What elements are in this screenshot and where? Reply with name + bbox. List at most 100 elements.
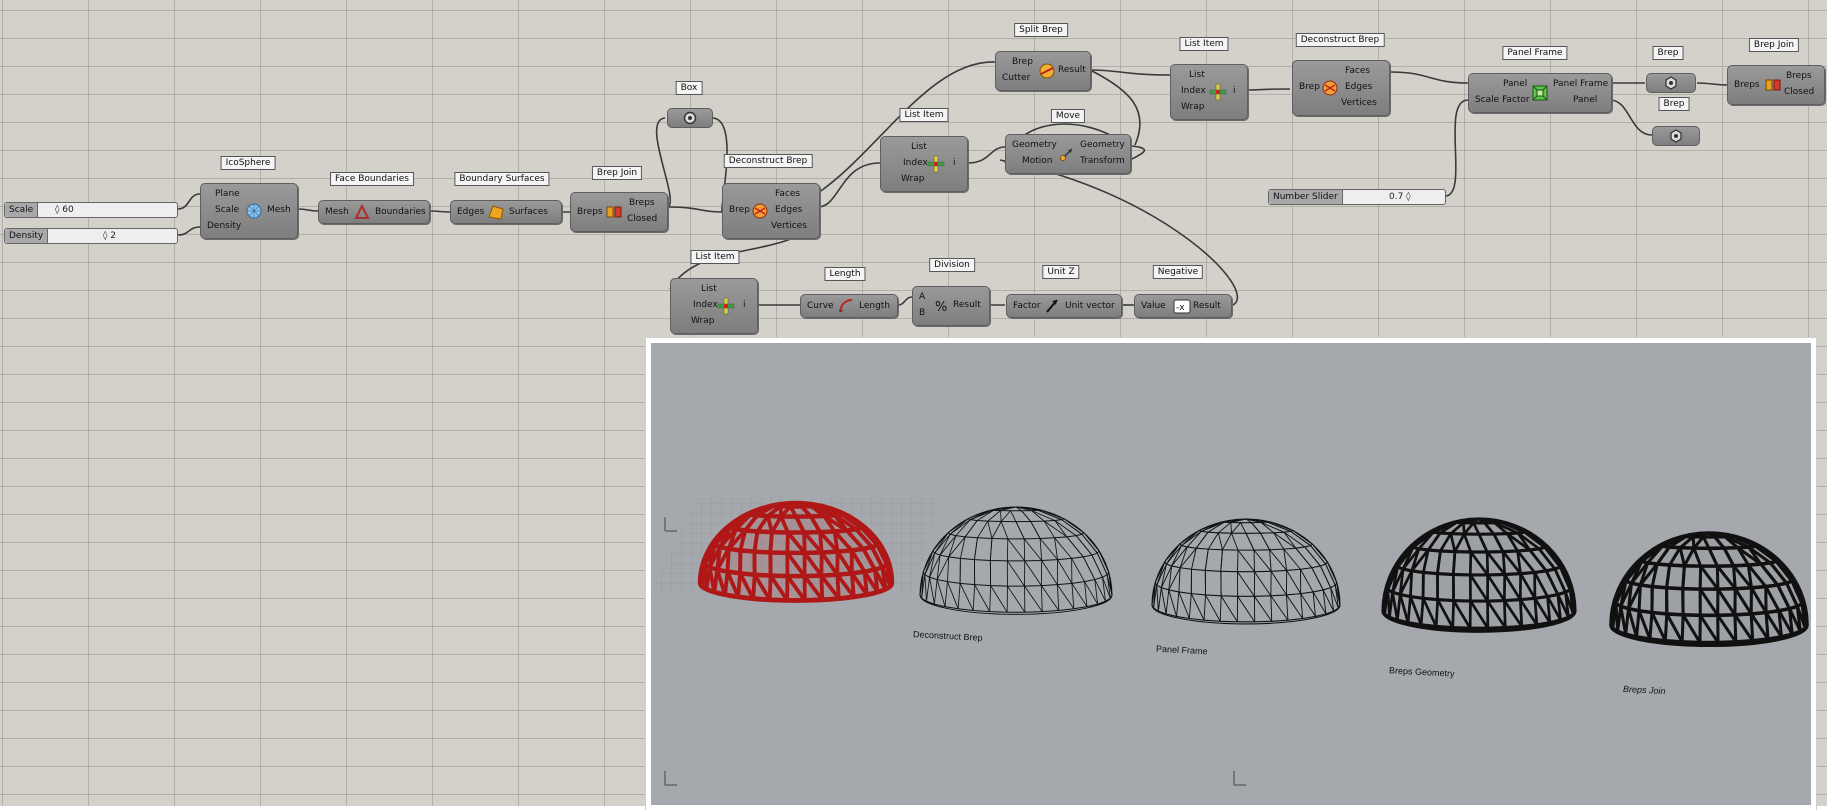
output-mesh[interactable]: Mesh: [267, 204, 291, 216]
icosphere-component[interactable]: Plane Scale Density Mesh: [200, 183, 298, 239]
list-item-component[interactable]: List Index Wrap i: [880, 136, 968, 192]
output-result[interactable]: Result: [1193, 300, 1221, 312]
density-slider[interactable]: Density ◊ 2: [4, 228, 178, 244]
output-surfaces[interactable]: Surfaces: [509, 206, 548, 218]
dome-geometry: [1611, 533, 1807, 645]
move-component[interactable]: Geometry Motion Geometry Transform: [1005, 134, 1131, 174]
component-title: Box: [676, 81, 703, 95]
curve-length-icon: [837, 297, 855, 315]
output-length[interactable]: Length: [859, 300, 890, 312]
output-boundaries[interactable]: Boundaries: [375, 206, 426, 218]
output-vertices[interactable]: Vertices: [1341, 97, 1377, 109]
output-edges[interactable]: Edges: [1345, 81, 1372, 93]
component-title: Move: [1051, 109, 1085, 123]
output-result[interactable]: Result: [953, 299, 981, 311]
output-breps[interactable]: Breps: [629, 197, 655, 209]
output-closed[interactable]: Closed: [1784, 86, 1814, 98]
input-density[interactable]: Density: [207, 220, 241, 232]
component-title: Brep Join: [1749, 38, 1799, 52]
join-icon: [605, 203, 623, 221]
component-title: Length: [824, 267, 865, 281]
viewport-label: Breps Join: [1623, 684, 1666, 696]
output-vertices[interactable]: Vertices: [771, 220, 807, 232]
brep-parameter[interactable]: [1652, 126, 1700, 146]
output-faces[interactable]: Faces: [775, 188, 800, 200]
length-component[interactable]: Curve Length: [800, 294, 898, 318]
output-edges[interactable]: Edges: [775, 204, 802, 216]
input-scale-factor[interactable]: Scale Factor: [1475, 94, 1530, 106]
dome-geometry: [920, 507, 1112, 614]
input-brep[interactable]: Brep: [729, 204, 750, 216]
input-brep[interactable]: Brep: [1299, 81, 1320, 93]
scale-slider[interactable]: Scale ◊ 60: [4, 202, 178, 218]
output-faces[interactable]: Faces: [1345, 65, 1370, 77]
svg-text:%: %: [935, 300, 947, 315]
output-item[interactable]: i: [953, 157, 956, 169]
component-title: Deconstruct Brep: [1296, 33, 1385, 47]
output-result[interactable]: Result: [1058, 64, 1086, 76]
input-factor[interactable]: Factor: [1013, 300, 1041, 312]
input-b[interactable]: B: [919, 307, 925, 319]
input-index[interactable]: Index: [693, 299, 718, 311]
input-mesh[interactable]: Mesh: [325, 206, 349, 218]
slider-value: 0.7 ◊: [1389, 190, 1411, 204]
output-item[interactable]: i: [1233, 85, 1236, 97]
output-closed[interactable]: Closed: [627, 213, 657, 225]
rhino-viewport[interactable]: Deconstruct Brep Panel Frame Breps Geome…: [646, 338, 1816, 810]
input-plane[interactable]: Plane: [215, 188, 240, 200]
slider-name: Scale: [5, 203, 38, 217]
component-title: List Item: [899, 108, 948, 122]
deconstruct-brep-component[interactable]: Brep Faces Edges Vertices: [1292, 60, 1390, 116]
input-scale[interactable]: Scale: [215, 204, 239, 216]
input-a[interactable]: A: [919, 291, 925, 303]
component-title: Division: [929, 258, 975, 272]
division-component[interactable]: A B % Result: [912, 286, 990, 326]
panel-frame-component[interactable]: Panel Scale Factor Panel Frame Panel: [1468, 73, 1612, 113]
input-list[interactable]: List: [701, 283, 717, 295]
input-value[interactable]: Value: [1141, 300, 1166, 312]
input-index[interactable]: Index: [1181, 85, 1206, 97]
input-edges[interactable]: Edges: [457, 206, 484, 218]
list-item-component[interactable]: List Index Wrap i: [1170, 64, 1248, 120]
component-title: Brep: [1653, 46, 1684, 60]
input-list[interactable]: List: [911, 141, 927, 153]
input-cutter[interactable]: Cutter: [1002, 72, 1030, 84]
number-slider[interactable]: Number Slider 0.7 ◊: [1268, 189, 1446, 205]
brep-parameter[interactable]: [1646, 73, 1696, 93]
slider-name: Number Slider: [1269, 190, 1343, 204]
input-index[interactable]: Index: [903, 157, 928, 169]
brep-join-component[interactable]: Breps Breps Closed: [1727, 65, 1825, 105]
face-boundaries-component[interactable]: Mesh Boundaries: [318, 200, 430, 224]
dome-geometry: [1383, 519, 1575, 631]
output-panel[interactable]: Panel: [1573, 94, 1597, 106]
input-panel[interactable]: Panel: [1503, 78, 1527, 90]
boundary-surfaces-component[interactable]: Edges Surfaces: [450, 200, 562, 224]
panel-frame-icon: [1531, 84, 1549, 102]
input-breps[interactable]: Breps: [1734, 79, 1760, 91]
input-wrap[interactable]: Wrap: [1181, 101, 1204, 113]
input-list[interactable]: List: [1189, 69, 1205, 81]
input-breps[interactable]: Breps: [577, 206, 603, 218]
negative-component[interactable]: Value -x Result: [1134, 294, 1232, 318]
input-wrap[interactable]: Wrap: [901, 173, 924, 185]
input-curve[interactable]: Curve: [807, 300, 834, 312]
deconstruct-brep-component[interactable]: Brep Faces Edges Vertices: [722, 183, 820, 239]
join-icon: [1764, 76, 1782, 94]
output-item[interactable]: i: [743, 299, 746, 311]
brep-join-component[interactable]: Breps Breps Closed: [570, 192, 668, 232]
output-breps[interactable]: Breps: [1786, 70, 1812, 82]
box-icon: [683, 111, 697, 125]
input-geometry[interactable]: Geometry: [1012, 139, 1057, 151]
output-geometry[interactable]: Geometry: [1080, 139, 1125, 151]
unit-z-component[interactable]: Factor Unit vector: [1006, 294, 1122, 318]
output-panel-frame[interactable]: Panel Frame: [1553, 78, 1608, 90]
input-motion[interactable]: Motion: [1022, 155, 1053, 167]
input-brep[interactable]: Brep: [1012, 56, 1033, 68]
box-parameter[interactable]: [667, 108, 713, 128]
list-item-icon: [1209, 83, 1227, 101]
input-wrap[interactable]: Wrap: [691, 315, 714, 327]
output-transform[interactable]: Transform: [1080, 155, 1125, 167]
split-brep-component[interactable]: Brep Cutter Result: [995, 51, 1091, 91]
list-item-component[interactable]: List Index Wrap i: [670, 278, 758, 334]
output-unit-vector[interactable]: Unit vector: [1065, 300, 1115, 312]
